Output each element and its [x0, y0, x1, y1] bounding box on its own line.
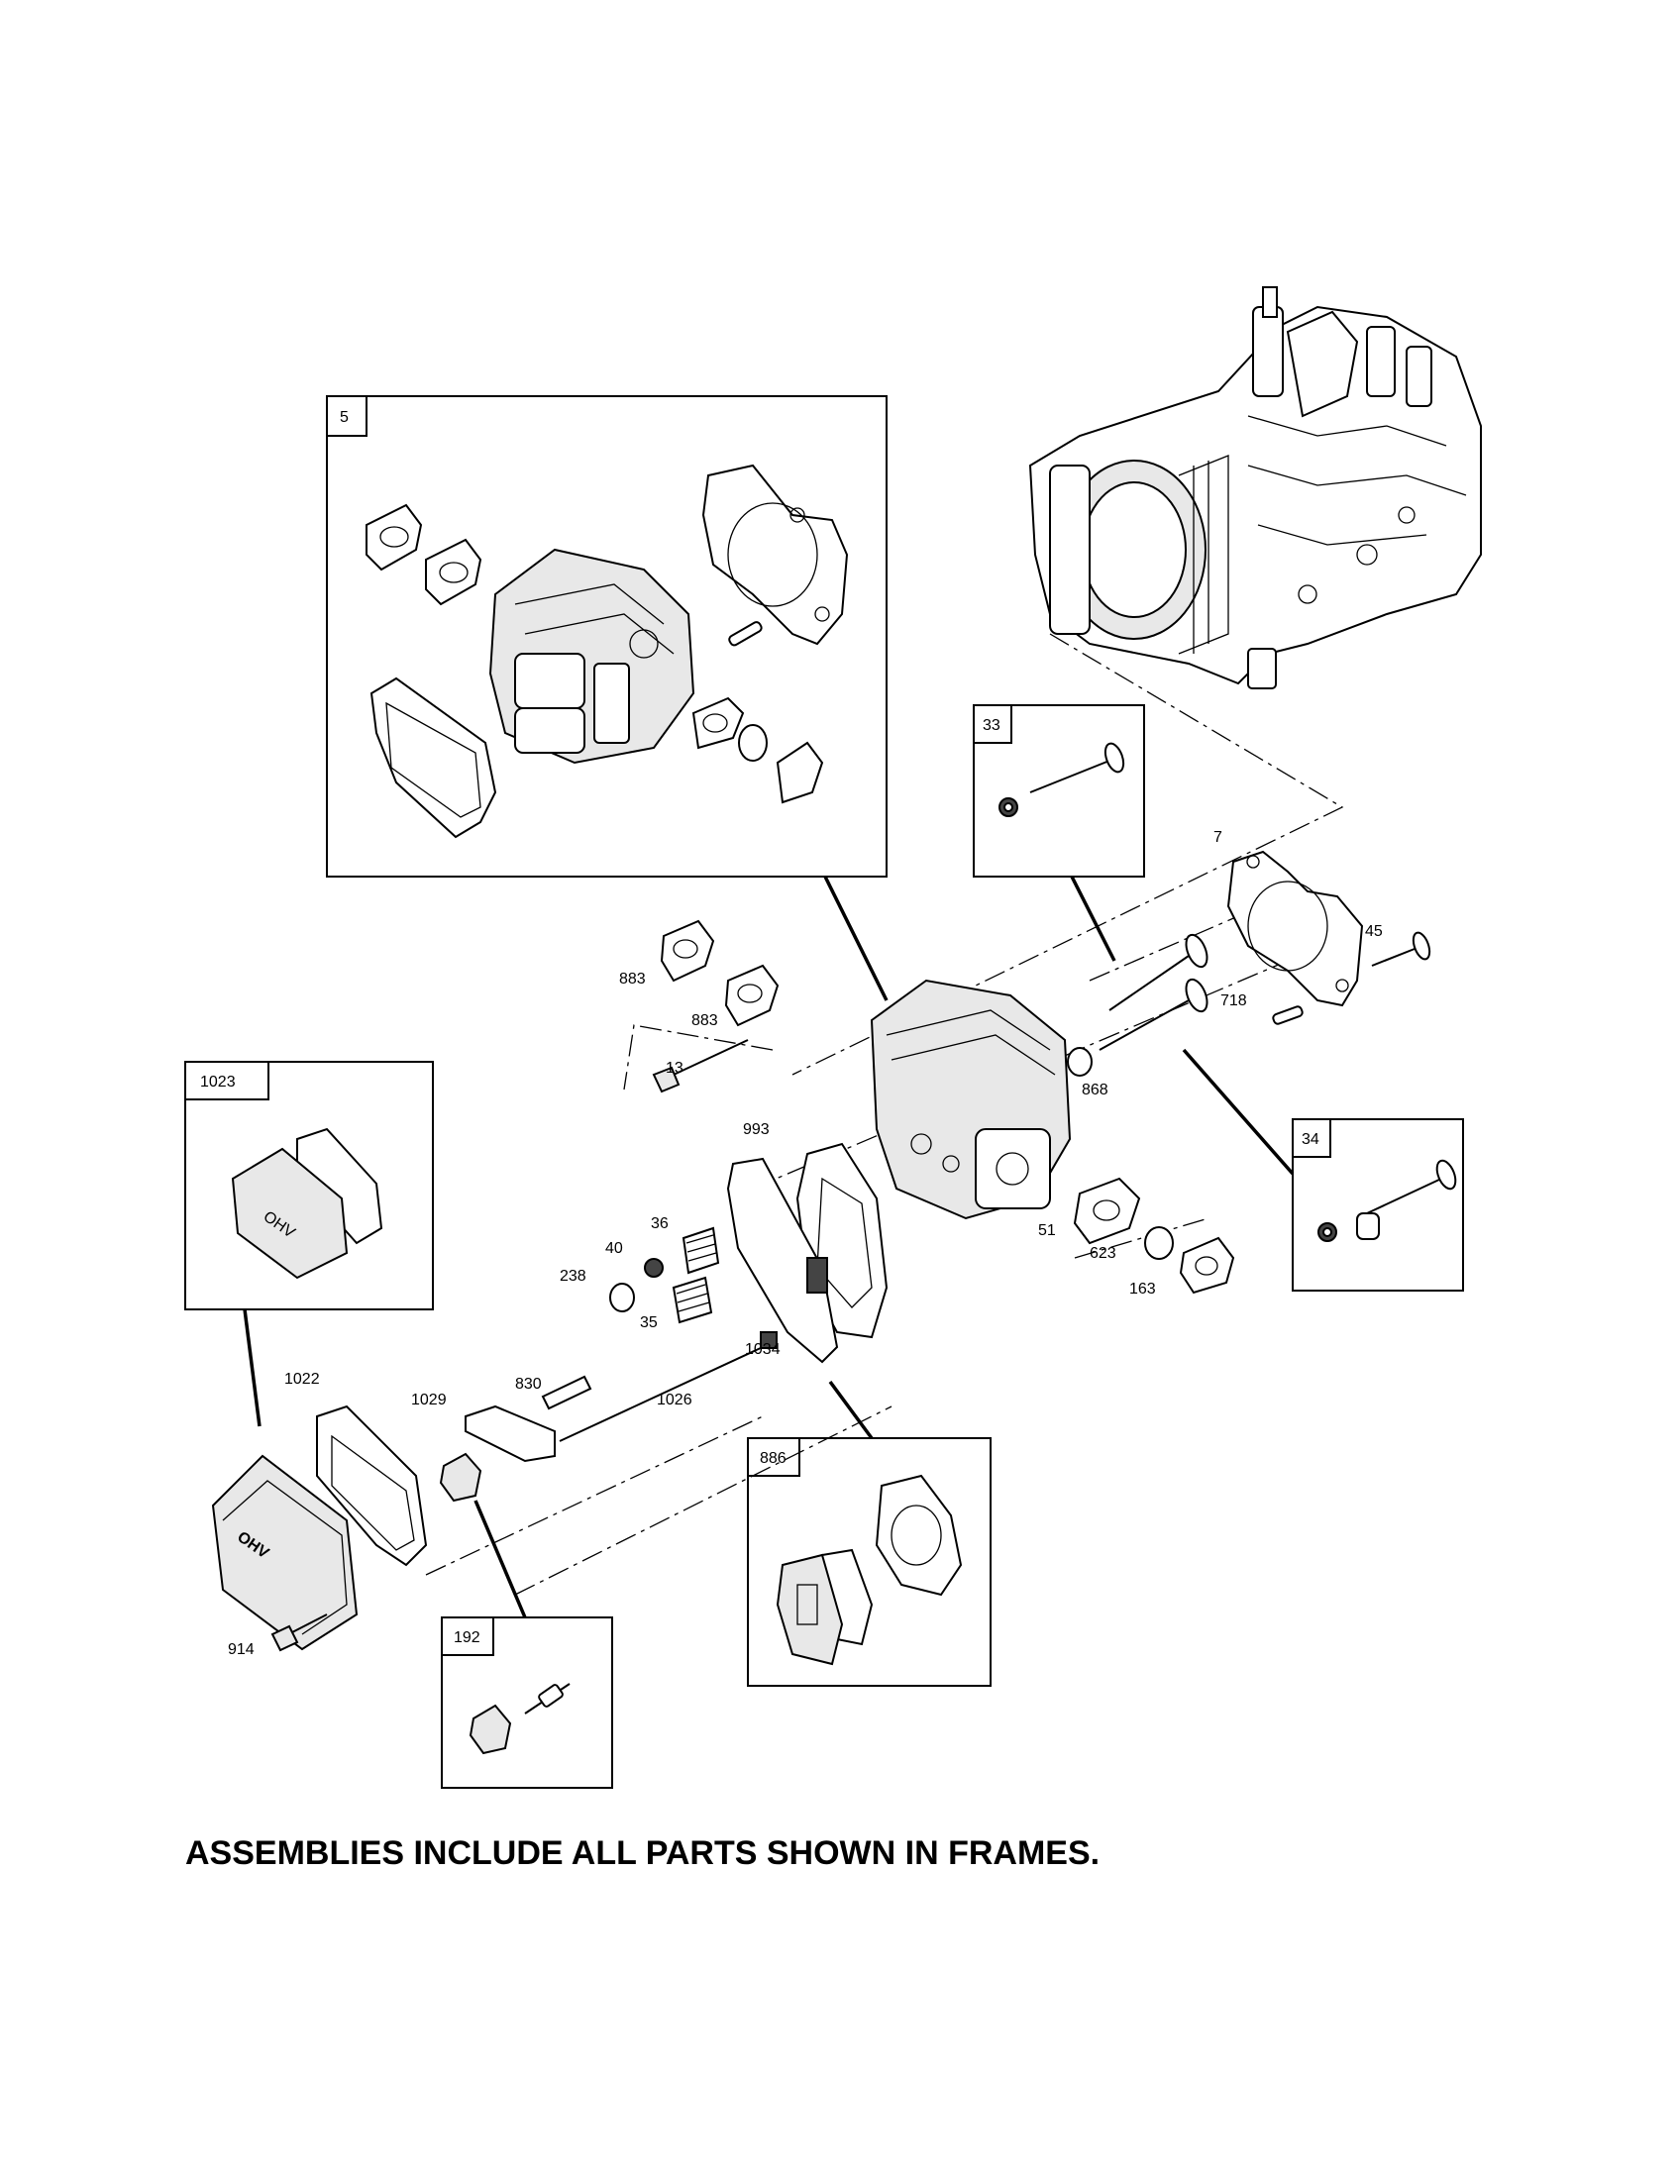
frame-number-34: 34	[1302, 1131, 1319, 1148]
callout-1026: 1026	[657, 1392, 692, 1408]
frame-rocker-cover-assembly: 1023 OHV	[184, 1061, 434, 1310]
frame-number-33: 33	[983, 717, 1000, 734]
callout-623: 623	[1090, 1245, 1116, 1262]
frame-number-5: 5	[340, 409, 349, 426]
frame-leader-lines	[243, 876, 1295, 1618]
frame-number-192: 192	[454, 1629, 480, 1646]
part-callouts: 7 45 718 868 883 883 13 993 36 40 238 35…	[228, 829, 1383, 1658]
frame-number-1023: 1023	[200, 1074, 236, 1091]
frame-exhaust-valve: 33	[973, 704, 1145, 878]
callout-163: 163	[1129, 1281, 1156, 1298]
callout-1034: 1034	[745, 1341, 781, 1358]
callout-883-a: 883	[619, 971, 646, 988]
frame-intake-valve: 34	[1292, 1118, 1464, 1292]
callout-238: 238	[560, 1268, 586, 1285]
frame-number-886: 886	[760, 1450, 787, 1467]
frame-adjusting-kit: 192	[441, 1616, 613, 1789]
assemblies-footer-note: ASSEMBLIES INCLUDE ALL PARTS SHOWN IN FR…	[185, 1834, 1101, 1872]
callout-883-b: 883	[691, 1012, 718, 1029]
callout-718: 718	[1220, 992, 1247, 1009]
callout-36: 36	[651, 1215, 669, 1232]
callout-13: 13	[666, 1060, 683, 1077]
callout-868: 868	[1082, 1082, 1108, 1098]
callout-40: 40	[605, 1240, 623, 1257]
main-exploded-parts: OHV	[211, 850, 1431, 1652]
engine-crankcase-illustration	[1028, 286, 1482, 689]
callout-51: 51	[1038, 1222, 1056, 1239]
callout-1022: 1022	[284, 1371, 320, 1388]
callout-1029: 1029	[411, 1392, 447, 1408]
frame-cylinder-head-assembly: 5	[326, 395, 888, 878]
callout-830: 830	[515, 1376, 542, 1393]
callout-7: 7	[1213, 829, 1222, 846]
callout-45: 45	[1365, 923, 1383, 940]
frame-gasket-set: 886	[747, 1437, 992, 1687]
callout-993: 993	[743, 1121, 770, 1138]
callout-35: 35	[640, 1314, 658, 1331]
callout-914: 914	[228, 1641, 255, 1658]
